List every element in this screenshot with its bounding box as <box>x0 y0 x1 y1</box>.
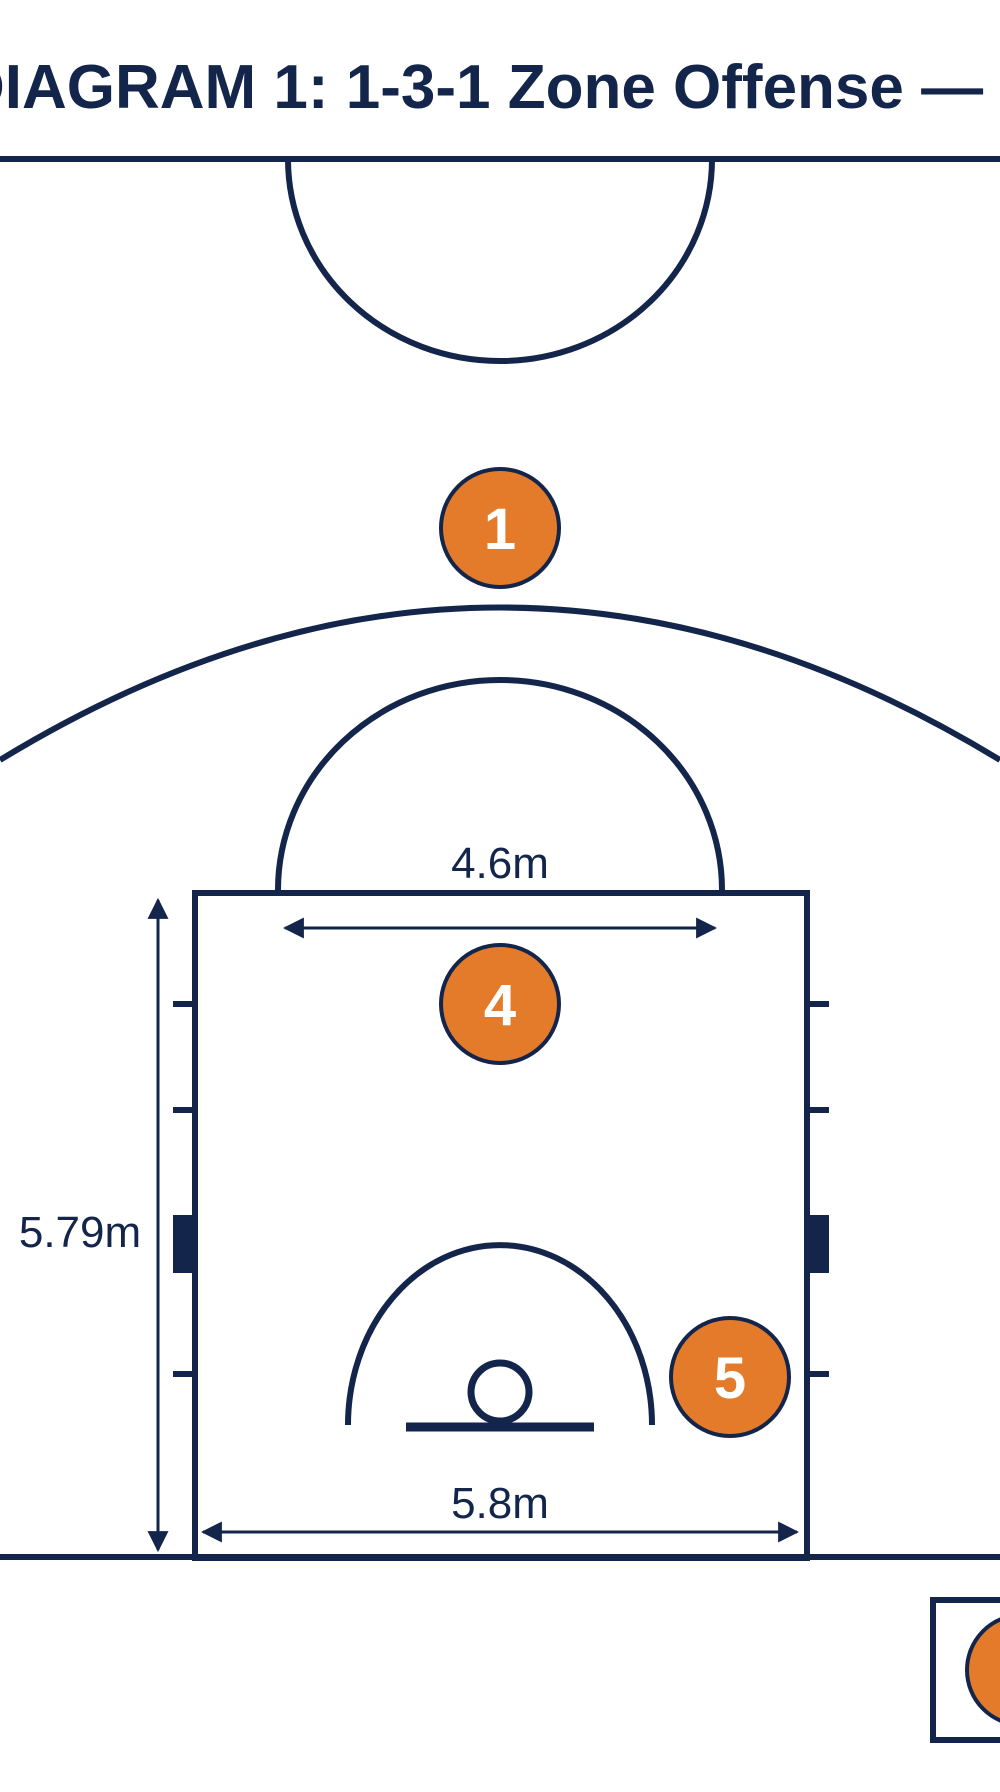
player-number: 4 <box>484 973 516 1038</box>
legend-player-marker <box>965 1617 1000 1723</box>
player-number: 1 <box>484 497 516 562</box>
player-marker-circle <box>669 1316 791 1438</box>
free-throw-circle <box>275 677 725 891</box>
player-5-marker[interactable]: 5 <box>669 1316 791 1438</box>
restricted-area-arc <box>345 1242 655 1426</box>
player-number: 5 <box>714 1346 746 1411</box>
player-1-marker[interactable]: 1 <box>439 467 561 589</box>
lane-block <box>807 1215 829 1273</box>
dimension-label-key-length: 5.79m <box>19 1208 141 1257</box>
dimension-label-top-width: 4.6m <box>451 839 549 888</box>
dimension-label-baseline-width: 5.8m <box>451 1479 549 1528</box>
player-4-marker[interactable]: 4 <box>439 943 561 1065</box>
player-marker-circle <box>439 467 561 589</box>
lane-block <box>173 1215 195 1273</box>
diagram-title: DIAGRAM 1: 1-3-1 Zone Offense — Initial … <box>0 53 1000 122</box>
three-point-arc <box>0 604 1000 763</box>
center-circle <box>285 158 715 364</box>
player-marker-circle <box>439 943 561 1065</box>
player-marker-circle <box>965 1617 1000 1723</box>
basket-rim <box>467 1359 533 1425</box>
legend-box <box>930 1597 1000 1743</box>
